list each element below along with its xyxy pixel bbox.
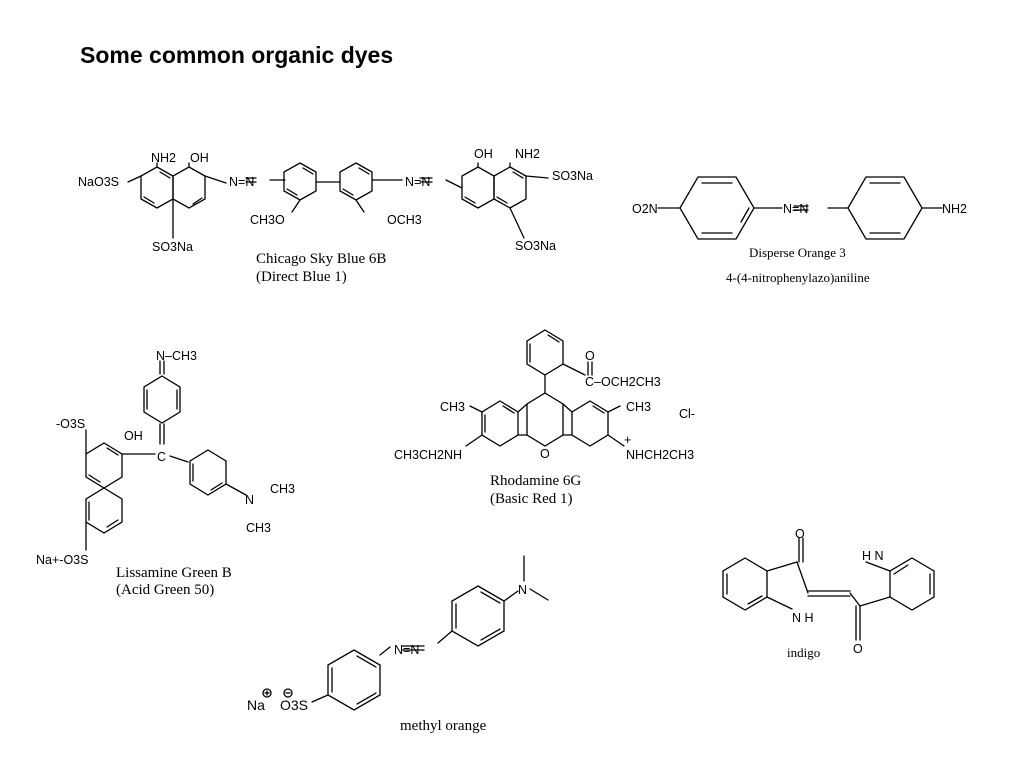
rhodamine-6g-labels: O C–OCH2CH3 CH3 CH3 Cl- CH3CH2NH O + NHC… [394,349,695,507]
slide-title: Some common organic dyes [80,42,394,68]
so3-minus-label: -O3S [56,417,85,431]
rhodamine-6g-structure [465,329,625,447]
indigo-nh-bottom-label: N H [792,611,814,625]
so3na-bottom-right-label: SO3Na [515,239,556,253]
och3-left-label: CH3O [250,213,285,227]
chicago-sky-blue-name: Chicago Sky Blue 6B [256,251,386,267]
n-methyl-label: N–CH3 [156,349,197,363]
methyl-orange-azo-label: N=N [394,643,419,657]
n-dimethyl-label: N [245,493,254,507]
chicago-sky-blue-labels: NaO3S NH2 OH N=N CH3O OCH3 N=N OH NH2 SO… [78,147,593,285]
ring-oxygen-label: O [540,447,550,461]
o2n-label: O2N [632,202,658,216]
nh-left-label: CH3CH2NH [394,448,462,462]
disperse-orange-name: Disperse Orange 3 [749,245,846,260]
chloride-label: Cl- [679,407,695,421]
na-o3s-label: Na+-O3S [36,553,88,567]
methyl-orange-n-label: N [518,583,527,597]
rhodamine-6g-name: Rhodamine 6G [490,473,581,489]
indigo-o-bottom-label: O [853,642,863,656]
oh-right-label: OH [474,147,493,161]
na-plus-label: Na [247,697,265,713]
so3na-right-label: SO3Na [552,169,593,183]
oh-label: OH [124,429,143,443]
nh2-label: NH2 [942,202,967,216]
iminium-plus-label: + [624,433,631,447]
chicago-sky-blue-alt-name: (Direct Blue 1) [256,269,347,285]
nh2-left-label: NH2 [151,151,176,165]
ester-carbonyl-o-label: O [585,349,595,363]
lissamine-green-labels: N–CH3 -O3S OH C N CH3 CH3 Na+-O3S Lissam… [36,349,295,598]
nh-right-label: NHCH2CH3 [626,448,694,462]
indigo-nh-top-label: H N [862,549,884,563]
disperse-orange-alt-name: 4-(4-nitrophenylazo)aniline [726,270,870,285]
disperse-orange-structure [657,176,943,240]
indigo-structure [722,537,935,641]
central-carbon-label: C [157,450,166,464]
nh2-right-label: NH2 [515,147,540,161]
ch3-lower-label: CH3 [246,521,271,535]
azo-label: N=N [783,202,808,216]
indigo-name: indigo [787,645,820,660]
lissamine-green-structure [85,360,247,551]
disperse-orange-labels: O2N N=N NH2 Disperse Orange 3 4-(4-nitro… [632,202,967,285]
so3-minus-label: O3S [280,697,308,713]
rhodamine-6g-alt-name: (Basic Red 1) [490,491,572,507]
ch3-left-label: CH3 [440,400,465,414]
indigo-labels: O N H H N O indigo [787,527,884,660]
lissamine-green-name: Lissamine Green B [116,565,232,581]
methyl-orange-structure [262,555,549,711]
ch3-right-label: CH3 [626,400,651,414]
methyl-orange-labels: N N=N Na O3S methyl orange [247,583,527,734]
chicago-sky-blue-structure [127,162,549,239]
indigo-o-top-label: O [795,527,805,541]
methyl-orange-name: methyl orange [400,718,487,734]
so3na-bottom-left-label: SO3Na [152,240,193,254]
azo-left-label: N=N [229,175,254,189]
ch3-upper-label: CH3 [270,482,295,496]
ester-label: C–OCH2CH3 [585,375,661,389]
oh-left-label: OH [190,151,209,165]
lissamine-green-alt-name: (Acid Green 50) [116,582,214,598]
och3-right-label: OCH3 [387,213,422,227]
naso3-left-label: NaO3S [78,175,119,189]
azo-right-label: N=N [405,175,430,189]
